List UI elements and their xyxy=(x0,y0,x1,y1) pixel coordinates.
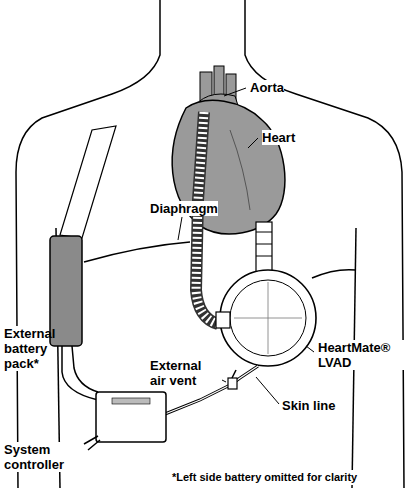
diaphragm-line xyxy=(84,242,190,262)
part-label: HeartMate® LVAD xyxy=(318,340,410,370)
outflow-graft-rings xyxy=(196,112,218,324)
air-vent-stub xyxy=(232,370,236,378)
lvad-pump xyxy=(220,270,316,366)
leader-line xyxy=(224,88,246,96)
leader-line xyxy=(222,380,226,382)
part-label: External battery pack* xyxy=(4,326,48,371)
heart-groove xyxy=(230,130,250,210)
part-label: Aorta xyxy=(250,80,284,95)
pump-detail xyxy=(234,282,302,354)
pump-inner-ring xyxy=(230,280,306,356)
part-label: Skin line xyxy=(282,398,335,413)
air-vent xyxy=(228,378,237,389)
cannula-rings xyxy=(256,232,272,256)
leader-line xyxy=(306,346,314,352)
battery-cable xyxy=(72,346,98,392)
diaphragm-line xyxy=(312,270,356,278)
leader-line xyxy=(248,138,258,148)
leader-line xyxy=(256,377,279,404)
torso-outline xyxy=(16,0,404,488)
leader-lines xyxy=(178,88,314,404)
inflow-cannula xyxy=(256,222,272,272)
battery-strap xyxy=(60,126,116,238)
part-label: External air vent xyxy=(150,358,220,388)
footnote: *Left side battery omitted for clarity xyxy=(172,470,357,485)
leader-line xyxy=(178,217,182,240)
controller-panel xyxy=(112,398,150,404)
battery-cable xyxy=(62,346,98,400)
battery-pack xyxy=(50,236,82,346)
outflow-graft xyxy=(196,112,218,324)
system-controller xyxy=(96,392,166,442)
part-label: Diaphragm xyxy=(150,201,218,216)
part-label: System controller xyxy=(4,442,82,472)
controller-cable xyxy=(84,436,100,450)
part-label: Heart xyxy=(262,130,295,145)
outflow-connector xyxy=(216,312,230,328)
right-body-edge xyxy=(245,0,404,488)
